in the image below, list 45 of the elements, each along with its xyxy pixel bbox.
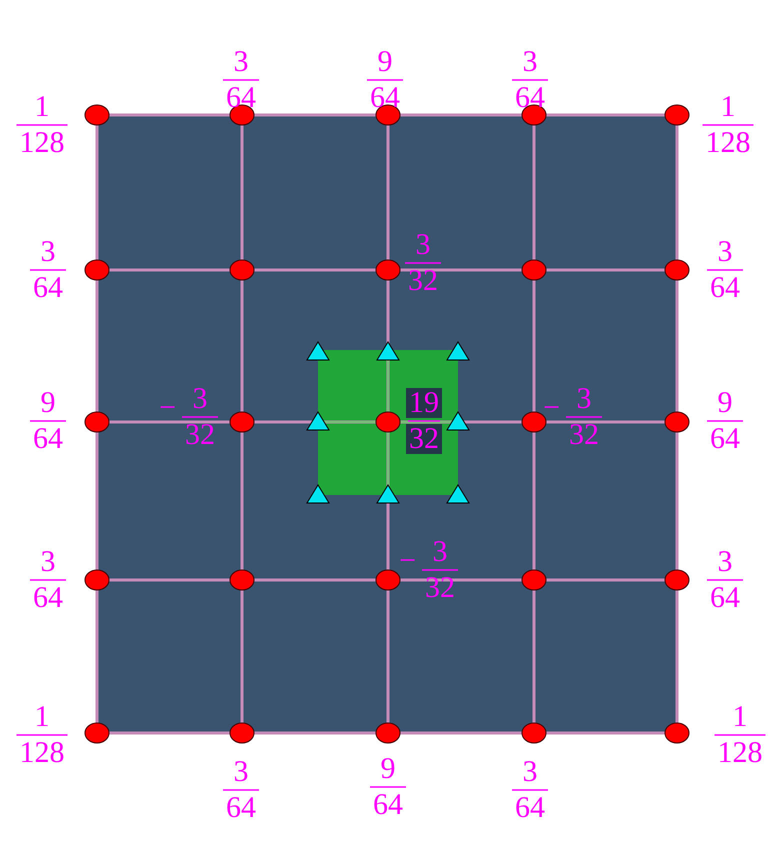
fraction-number: 1 [34, 702, 50, 732]
fraction-number: 3 [40, 547, 56, 577]
fraction-number: 9 [378, 47, 392, 77]
fraction-number: 128 [706, 128, 750, 158]
minus-sign: − [399, 546, 416, 576]
fraction-number: 3 [234, 757, 248, 787]
fraction-number: 3 [416, 230, 430, 260]
fraction-number: 9 [718, 388, 732, 418]
fraction-number: 1 [732, 702, 748, 732]
fraction-number: 3 [522, 757, 538, 787]
fraction-number: 128 [20, 738, 64, 768]
fraction-number: 3 [40, 237, 56, 267]
fraction-number: 64 [710, 424, 740, 454]
minus-sign: − [543, 393, 560, 423]
fraction-number: 64 [710, 273, 740, 303]
fraction-number: 64 [370, 83, 400, 113]
fraction-number: 32 [406, 424, 442, 454]
fraction-number: 128 [718, 738, 762, 768]
fraction-number: 1 [720, 92, 736, 122]
fraction-number: 32 [185, 420, 215, 450]
fraction-number: 1 [34, 92, 50, 122]
fraction-number: 3 [576, 384, 592, 414]
fraction-number: 64 [373, 790, 403, 820]
fraction-number: 64 [515, 83, 545, 113]
fraction-number: 32 [425, 573, 455, 603]
fraction-number: 3 [718, 237, 732, 267]
fraction-number: 3 [718, 547, 732, 577]
fraction-number: 32 [408, 266, 438, 296]
fraction-number: 64 [33, 273, 63, 303]
fraction-number: 19 [406, 388, 442, 418]
fraction-number: 64 [33, 583, 63, 613]
fraction-number: 32 [569, 420, 599, 450]
fraction-number: 3 [432, 537, 448, 567]
fraction-number: 64 [710, 583, 740, 613]
fraction-number: 3 [522, 47, 538, 77]
fraction-number: 3 [234, 47, 248, 77]
fraction-number: 3 [192, 384, 208, 414]
fraction-number: 64 [515, 793, 545, 823]
fraction-number: 9 [380, 754, 396, 784]
fraction-number: 128 [20, 128, 64, 158]
fraction-number: 64 [33, 424, 63, 454]
minus-sign: − [159, 393, 176, 423]
fraction-number: 64 [226, 83, 256, 113]
fraction-number: 9 [40, 388, 56, 418]
fraction-number: 64 [226, 793, 256, 823]
